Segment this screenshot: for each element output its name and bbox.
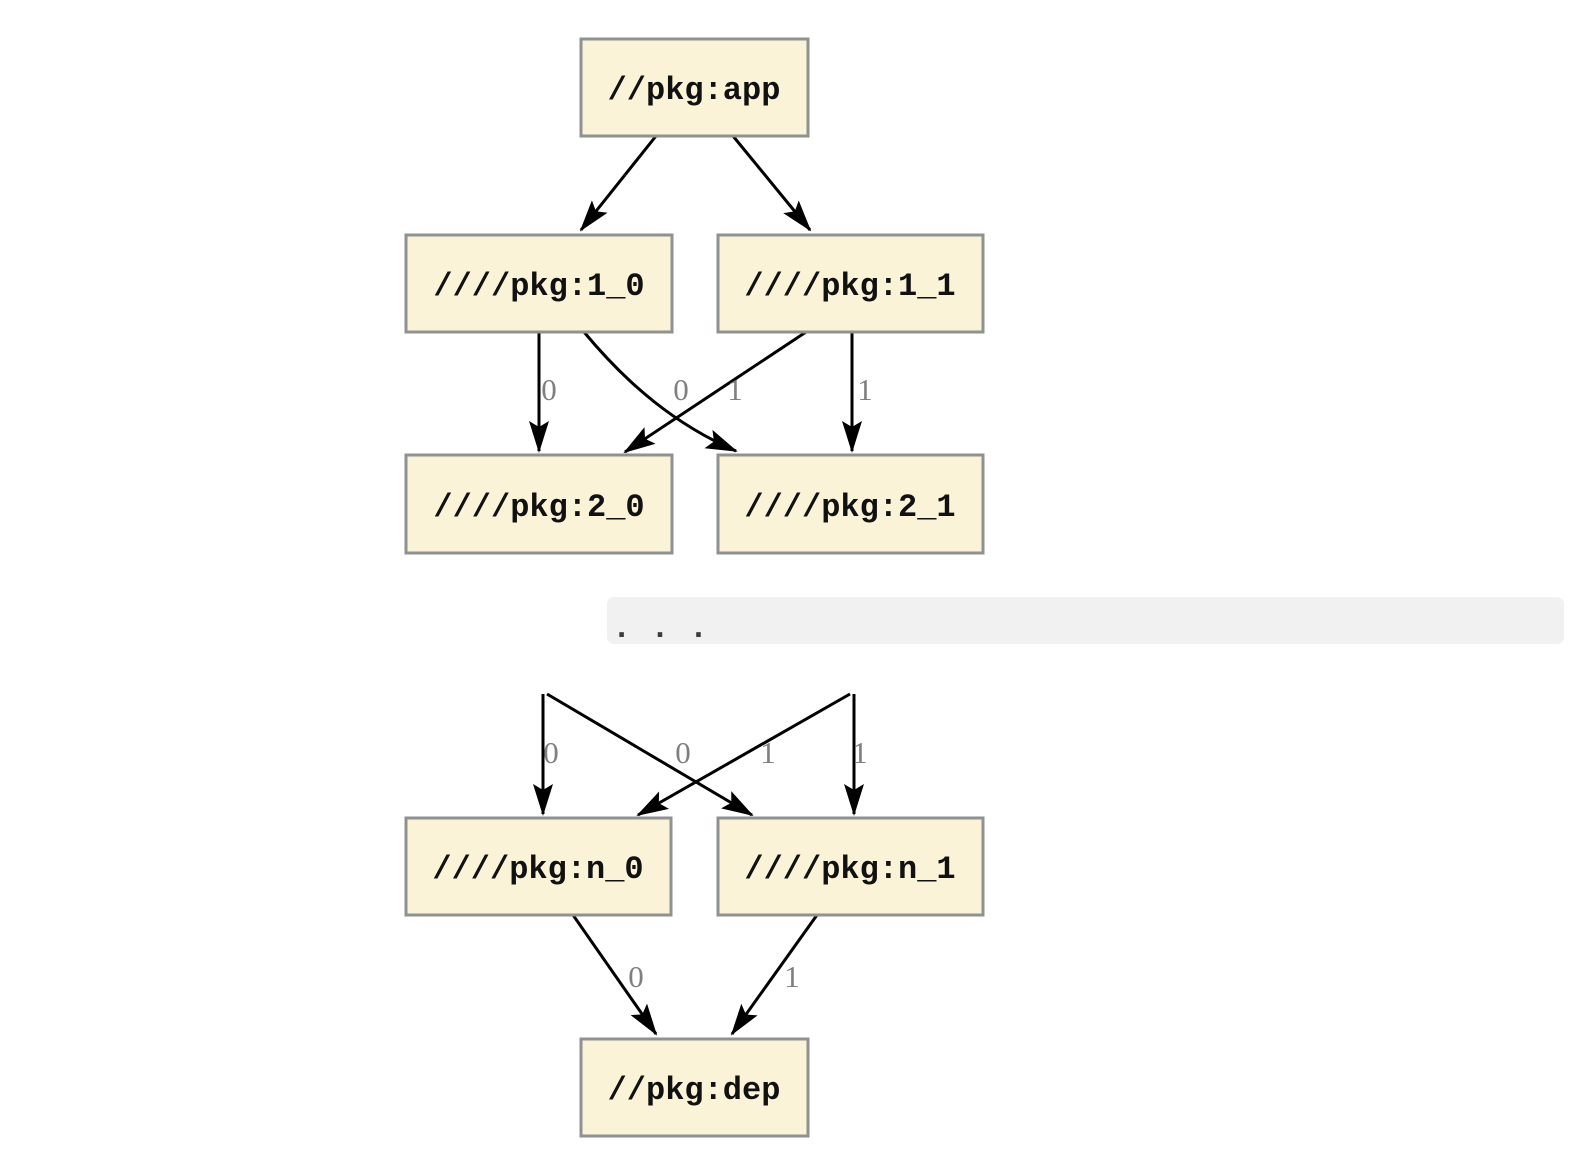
edge-app-to-1_0 [579, 135, 658, 232]
edge-1_1-to-2_0 [623, 330, 807, 454]
edge-label-prev-n_1-cross: 1 [760, 735, 776, 770]
edge-app-to-1_1 [731, 135, 812, 232]
edge-1_0-to-2_1 [582, 331, 738, 453]
edge-label-n_0-dep: 0 [628, 959, 644, 994]
edge-label-n_1-dep: 1 [784, 959, 800, 994]
node-pkg-2_0: ////pkg:2_0 [404, 453, 674, 555]
node-pkg-1_0: ////pkg:1_0 [404, 233, 674, 334]
node-app-label: //pkg:app [608, 72, 781, 109]
node-pkg-2_1-box [716, 453, 985, 555]
edge-n_1-to-dep [730, 914, 819, 1036]
node-pkg-1_0-label: ////pkg:1_0 [433, 268, 644, 305]
node-pkg-2_0-label: ////pkg:2_0 [433, 489, 644, 526]
node-pkg-n_1-box [716, 816, 985, 917]
edge-label-1_0-2_1: 1 [727, 372, 743, 407]
ellipsis-band: . . . [607, 597, 1564, 647]
node-pkg-1_0-box [404, 233, 674, 334]
node-dep-box [579, 1037, 810, 1138]
edge-label-1_1-2_1: 1 [857, 372, 873, 407]
node-pkg-2_0-box [404, 453, 674, 555]
ellipsis-band-background [607, 597, 1564, 644]
node-pkg-1_1: ////pkg:1_1 [716, 233, 985, 334]
edge-layer [529, 135, 864, 1036]
node-app-box [579, 37, 810, 138]
node-dep: //pkg:dep [579, 1037, 810, 1138]
edge-label-prev-n_0-cross: 0 [675, 735, 691, 770]
node-pkg-n_0-label: ////pkg:n_0 [432, 851, 643, 888]
node-pkg-1_1-label: ////pkg:1_1 [744, 268, 955, 305]
node-pkg-1_1-box [716, 233, 985, 334]
node-pkg-n_1-label: ////pkg:n_1 [744, 851, 955, 888]
node-pkg-n_0-box [404, 816, 673, 917]
edge-prev-to-n_0-cross [636, 692, 851, 817]
edge-label-prev-n_0-straight: 0 [543, 735, 559, 770]
node-pkg-n_1: ////pkg:n_1 [716, 816, 985, 917]
node-dep-label: //pkg:dep [608, 1072, 781, 1109]
node-pkg-2_1-label: ////pkg:2_1 [744, 489, 955, 526]
edge-n_0-to-dep [571, 914, 658, 1036]
edge-label-prev-n_1-straight: 1 [852, 735, 868, 770]
edge-label-1_1-2_0: 0 [673, 372, 689, 407]
ellipsis-dots: . . . [612, 610, 708, 647]
node-pkg-n_0: ////pkg:n_0 [404, 816, 673, 917]
edge-label-1_0-2_0: 0 [541, 372, 557, 407]
edge-label-layer: 0 0 1 1 0 0 1 1 0 1 [541, 372, 873, 994]
node-app: //pkg:app [579, 37, 810, 138]
node-pkg-2_1: ////pkg:2_1 [716, 453, 985, 555]
edge-prev-to-n_1-cross [546, 692, 754, 817]
